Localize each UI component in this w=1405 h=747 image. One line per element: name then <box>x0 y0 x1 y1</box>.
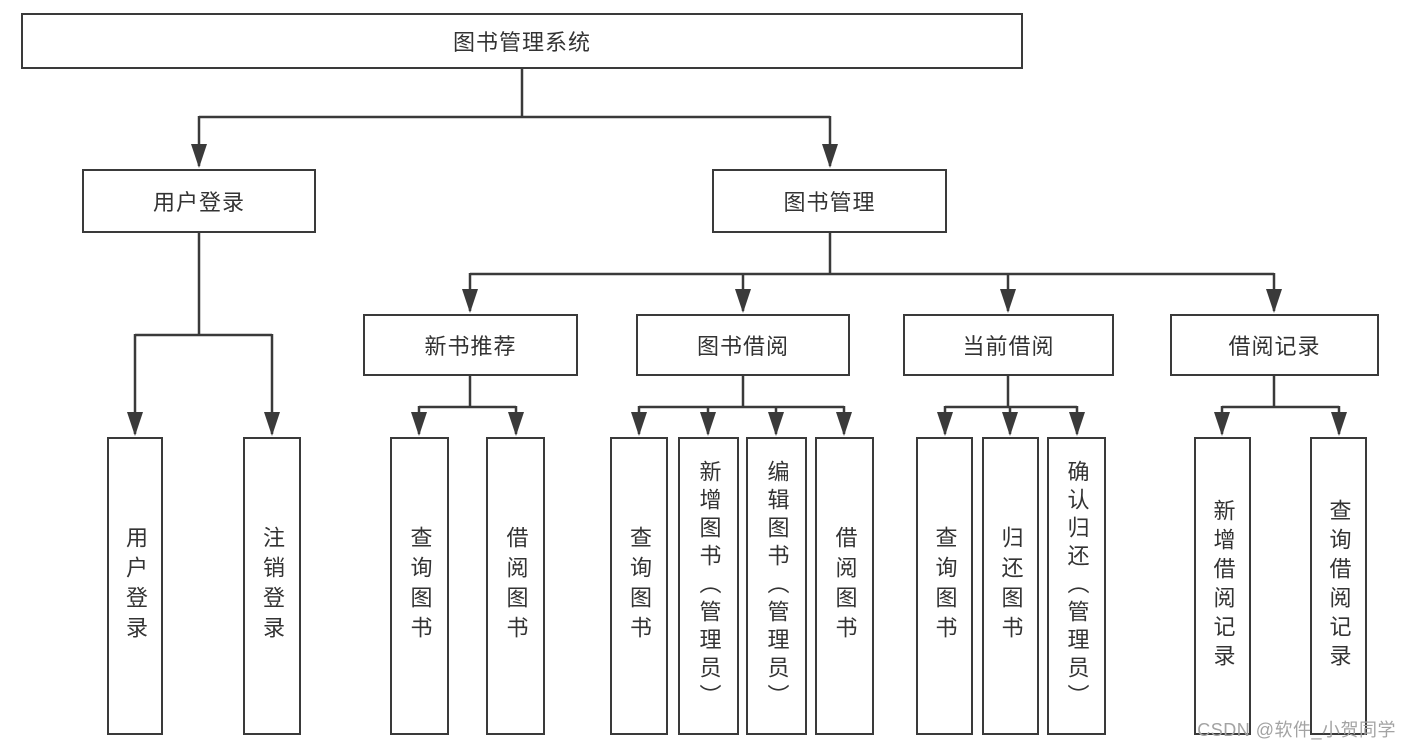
leaf-query-books-current: 查询图书 <box>916 437 973 735</box>
csdn-watermark: CSDN @软件_小贺同学 <box>1197 720 1396 740</box>
node-current-borrow: 当前借阅 <box>903 314 1114 376</box>
leaf-user-login: 用户登录 <box>107 437 163 735</box>
leaf-borrow-books-recommend: 借阅图书 <box>486 437 545 735</box>
leaf-query-borrow-record: 查询借阅记录 <box>1310 437 1367 735</box>
node-book-borrow: 图书借阅 <box>636 314 850 376</box>
leaf-add-books-admin: 新增图书（管理员） <box>678 437 739 735</box>
node-borrow-record: 借阅记录 <box>1170 314 1379 376</box>
leaf-confirm-return-admin: 确认归还（管理员） <box>1047 437 1106 735</box>
leaf-query-books-recommend: 查询图书 <box>390 437 449 735</box>
leaf-return-books: 归还图书 <box>982 437 1039 735</box>
node-book-management: 图书管理 <box>712 169 947 233</box>
node-new-book-recommend: 新书推荐 <box>363 314 578 376</box>
node-user-login: 用户登录 <box>82 169 316 233</box>
leaf-borrow-books: 借阅图书 <box>815 437 874 735</box>
leaf-logout: 注销登录 <box>243 437 301 735</box>
leaf-edit-books-admin: 编辑图书（管理员） <box>746 437 807 735</box>
node-root-system: 图书管理系统 <box>21 13 1023 69</box>
leaf-query-books-borrow: 查询图书 <box>610 437 668 735</box>
leaf-add-borrow-record: 新增借阅记录 <box>1194 437 1251 735</box>
